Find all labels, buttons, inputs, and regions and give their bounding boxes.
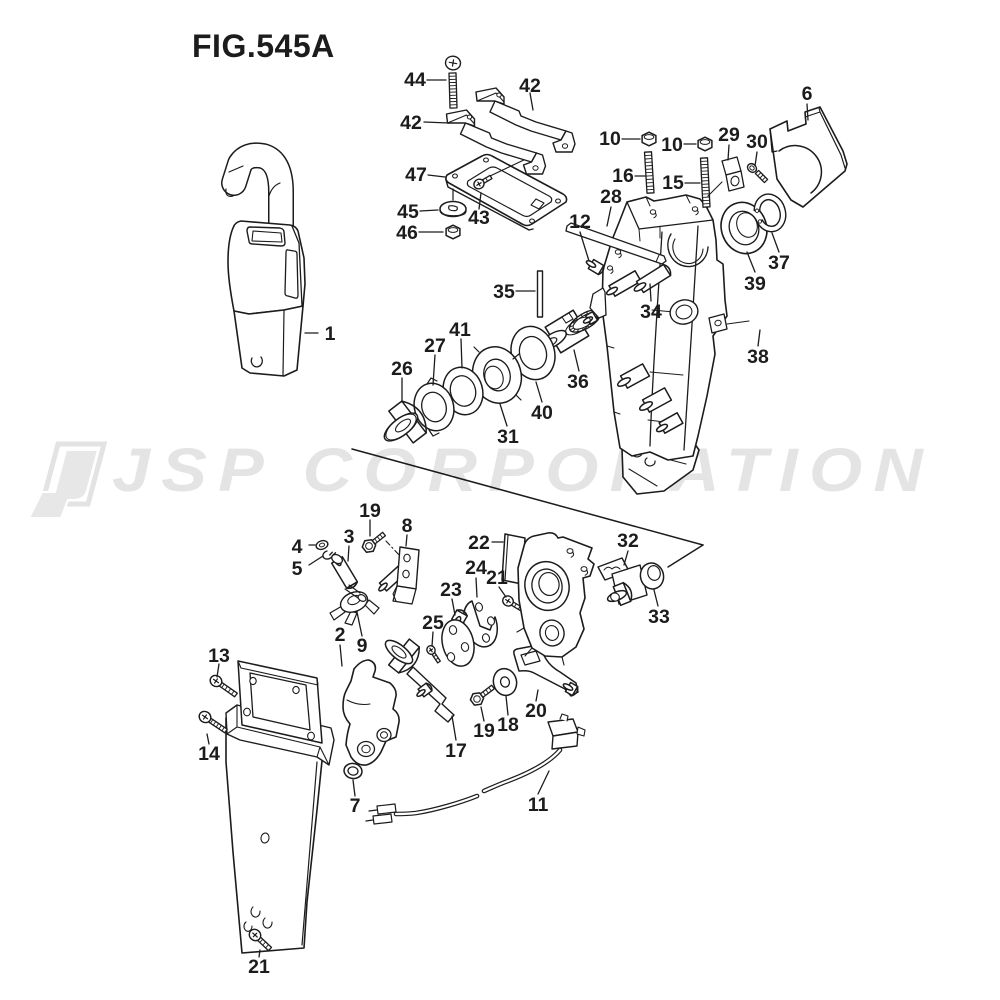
part-label-26: 26 xyxy=(391,358,413,380)
part-label-16: 16 xyxy=(612,165,634,187)
part-label-9: 9 xyxy=(357,635,368,657)
part-label-12: 12 xyxy=(569,211,591,233)
part-label-34: 34 xyxy=(640,301,662,323)
part-label-23: 23 xyxy=(440,579,462,601)
part-label-8: 8 xyxy=(402,515,413,537)
part-label-27: 27 xyxy=(424,335,446,357)
part-label-21: 21 xyxy=(248,956,270,978)
part-label-20: 20 xyxy=(525,700,547,722)
leader-lines xyxy=(206,79,809,958)
part-label-43: 43 xyxy=(468,207,490,229)
part-label-41: 41 xyxy=(449,319,471,341)
part-label-32: 32 xyxy=(617,530,639,552)
part-label-42: 42 xyxy=(519,75,541,97)
part-label-18: 18 xyxy=(497,714,519,736)
part-label-17: 17 xyxy=(445,740,467,762)
part-label-47: 47 xyxy=(405,164,427,186)
part-label-13: 13 xyxy=(208,645,230,667)
line-art xyxy=(198,55,848,954)
jsp-logo-icon xyxy=(27,441,108,519)
watermark-text: JSP CORPORATION xyxy=(112,436,934,504)
part-label-40: 40 xyxy=(531,402,553,424)
part-label-39: 39 xyxy=(744,273,766,295)
part-label-3: 3 xyxy=(344,526,355,548)
part-label-24: 24 xyxy=(465,557,487,579)
part-label-21: 21 xyxy=(486,567,508,589)
part-label-36: 36 xyxy=(567,371,589,393)
part-label-38: 38 xyxy=(747,346,769,368)
part-label-33: 33 xyxy=(648,606,670,628)
part-label-10: 10 xyxy=(599,128,621,150)
part-label-19: 19 xyxy=(359,500,381,522)
part-label-46: 46 xyxy=(396,222,418,244)
part-label-37: 37 xyxy=(768,252,790,274)
part-label-5: 5 xyxy=(292,558,303,580)
part-label-45: 45 xyxy=(397,201,419,223)
part-label-25: 25 xyxy=(422,612,444,634)
part-label-31: 31 xyxy=(497,426,519,448)
part-label-1: 1 xyxy=(325,323,336,345)
part-label-30: 30 xyxy=(746,131,768,153)
figure-title: FIG.545A xyxy=(192,28,335,64)
part-label-22: 22 xyxy=(468,532,490,554)
part-label-44: 44 xyxy=(404,69,426,91)
part-label-14: 14 xyxy=(198,743,220,765)
part-label-11: 11 xyxy=(528,794,549,816)
part-label-7: 7 xyxy=(350,795,361,817)
part-label-6: 6 xyxy=(802,83,813,105)
part-label-28: 28 xyxy=(600,186,622,208)
part-label-35: 35 xyxy=(493,281,515,303)
part-label-42: 42 xyxy=(400,112,422,134)
part-label-15: 15 xyxy=(662,172,684,194)
part-label-29: 29 xyxy=(718,124,740,146)
part-label-4: 4 xyxy=(292,536,303,558)
watermark: JSP CORPORATION xyxy=(27,436,934,519)
part-label-19: 19 xyxy=(473,720,495,742)
part-label-2: 2 xyxy=(335,624,346,646)
part-label-10: 10 xyxy=(661,134,683,156)
